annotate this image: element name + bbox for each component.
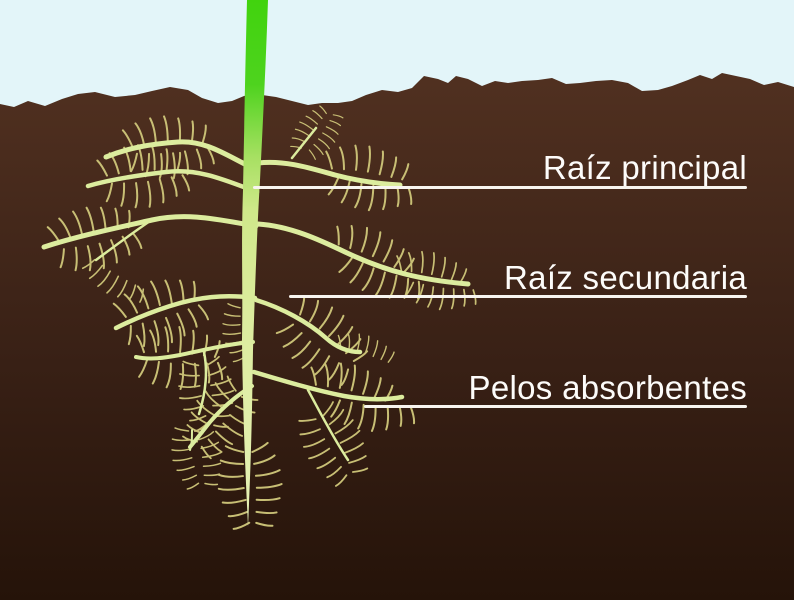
lateral-root (103, 139, 260, 173)
lateral-root (85, 169, 260, 195)
lateral-root (134, 340, 255, 361)
lateral-root (41, 214, 259, 250)
lateral-root (306, 388, 350, 462)
lateral-root (189, 429, 193, 451)
lateral-root (290, 126, 318, 160)
lateral-root (255, 159, 403, 188)
lateral-roots (41, 126, 471, 462)
soil (0, 73, 794, 600)
lateral-root (255, 221, 471, 287)
lateral-root (197, 350, 208, 416)
label-pelos-absorbentes: Pelos absorbentes (468, 369, 747, 406)
plant-stem-taproot (242, 0, 268, 527)
label-raiz-secundaria: Raíz secundaria (504, 259, 747, 296)
lateral-root (113, 294, 258, 331)
lateral-root (251, 369, 405, 402)
lateral-root (253, 297, 363, 355)
pointer-line-raiz-principal (253, 186, 747, 189)
lateral-root (94, 219, 152, 262)
lateral-root (188, 384, 254, 449)
pointer-line-pelos-absorbentes (364, 405, 747, 408)
pointer-line-raiz-secundaria (289, 295, 747, 298)
label-raiz-principal: Raíz principal (542, 149, 747, 186)
